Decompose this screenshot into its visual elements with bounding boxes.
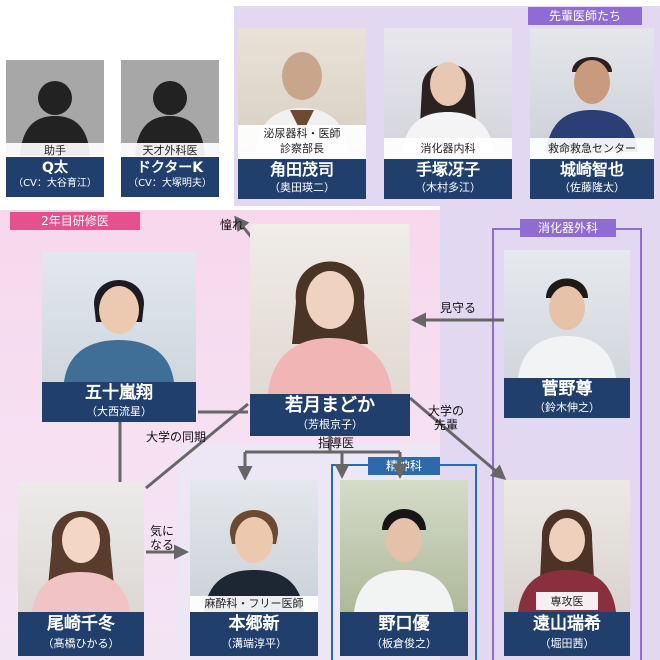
tohyama-role: 専攻医: [536, 592, 598, 610]
relation-akogare: 憧れ: [220, 218, 245, 232]
gastro-group-label: 消化器外科: [520, 219, 616, 237]
qta-role: 助手: [6, 143, 104, 158]
relation-shidoui: 指導医: [318, 436, 355, 450]
psych-group-label: 精神科: [368, 457, 440, 475]
igarashi-portrait: [42, 252, 196, 382]
shirosaki-actor: （佐藤隆太）: [559, 181, 625, 194]
sugano-name: 菅野尊: [541, 379, 593, 399]
qta-namecard: Q太 （CV：大谷育江）: [6, 157, 104, 197]
hongo-portrait: [190, 480, 318, 612]
doctork-name: ドクターK: [136, 160, 204, 176]
resident-group-label: 2年目研修医: [10, 212, 140, 230]
noguchi-portrait: [340, 480, 468, 612]
wakatsuki-actor: （芳根京子）: [297, 418, 363, 431]
hongo-role: 麻酔科・フリー医師: [190, 596, 318, 612]
shirosaki-namecard: 城崎智也 （佐藤隆太）: [530, 159, 654, 199]
doctork-namecard: ドクターK （CV：大塚明夫）: [121, 157, 219, 197]
igarashi-namecard: 五十嵐翔 （大西流星）: [42, 382, 196, 422]
hongo-namecard: 本郷新 （溝端淳平）: [190, 612, 318, 656]
ozaki-namecard: 尾崎千冬 （髙橋ひかる）: [18, 612, 144, 656]
relation-kininaru: 気に なる: [150, 524, 175, 552]
senpai-group-label: 先輩医師たち: [528, 7, 642, 25]
sugano-namecard: 菅野尊 （鈴木伸之）: [504, 378, 630, 418]
ozaki-actor: （髙橋ひかる）: [42, 637, 120, 650]
ozaki-portrait: [18, 482, 144, 612]
wakatsuki-portrait: [250, 224, 410, 394]
tsunoda-name: 角田茂司: [269, 160, 334, 179]
wakatsuki-name: 若月まどか: [285, 395, 375, 416]
shirosaki-name: 城崎智也: [559, 160, 624, 179]
relation-daigaku-douki: 大学の同期: [146, 430, 207, 444]
ozaki-name: 尾崎千冬: [47, 614, 115, 634]
tsunoda-namecard: 角田茂司 （奥田瑛二）: [238, 159, 366, 199]
noguchi-actor: （板倉俊之）: [371, 637, 437, 650]
tezuka-role: 消化器内科: [384, 138, 512, 159]
hongo-name: 本郷新: [228, 614, 280, 634]
tohyama-name: 遠山瑞希: [533, 614, 601, 634]
tezuka-portrait: [384, 28, 512, 152]
relation-mimamoru: 見守る: [440, 301, 477, 315]
noguchi-namecard: 野口優 （板倉俊之）: [340, 612, 468, 656]
sugano-actor: （鈴木伸之）: [534, 401, 600, 414]
hongo-actor: （溝端淳平）: [221, 637, 287, 650]
relation-daigaku-senpai: 大学の 先輩: [428, 404, 465, 432]
igarashi-actor: （大西流星）: [86, 405, 152, 418]
tezuka-name: 手塚冴子: [415, 160, 480, 179]
qta-portrait: [6, 60, 104, 156]
shirosaki-role: 救命救急センター: [530, 138, 654, 159]
tohyama-namecard: 遠山瑞希 （堀田茜）: [504, 612, 630, 656]
qta-actor: （CV：大谷育江）: [13, 178, 97, 189]
tezuka-actor: （木村多江）: [415, 181, 481, 194]
doctork-actor: （CV：大塚明夫）: [128, 178, 212, 189]
tsunoda-role: 泌尿器科・医師 診察部長: [238, 125, 366, 159]
qta-name: Q太: [42, 160, 68, 176]
tohyama-actor: （堀田茜）: [539, 637, 595, 650]
sugano-portrait: [504, 250, 630, 378]
doctork-portrait: [121, 60, 219, 156]
wakatsuki-namecard: 若月まどか （芳根京子）: [250, 394, 410, 436]
shirosaki-portrait: [530, 28, 654, 152]
noguchi-name: 野口優: [378, 614, 430, 634]
doctork-role: 天才外科医: [121, 143, 219, 158]
igarashi-name: 五十嵐翔: [85, 383, 153, 403]
tsunoda-actor: （奥田瑛二）: [269, 181, 335, 194]
tezuka-namecard: 手塚冴子 （木村多江）: [384, 159, 512, 199]
